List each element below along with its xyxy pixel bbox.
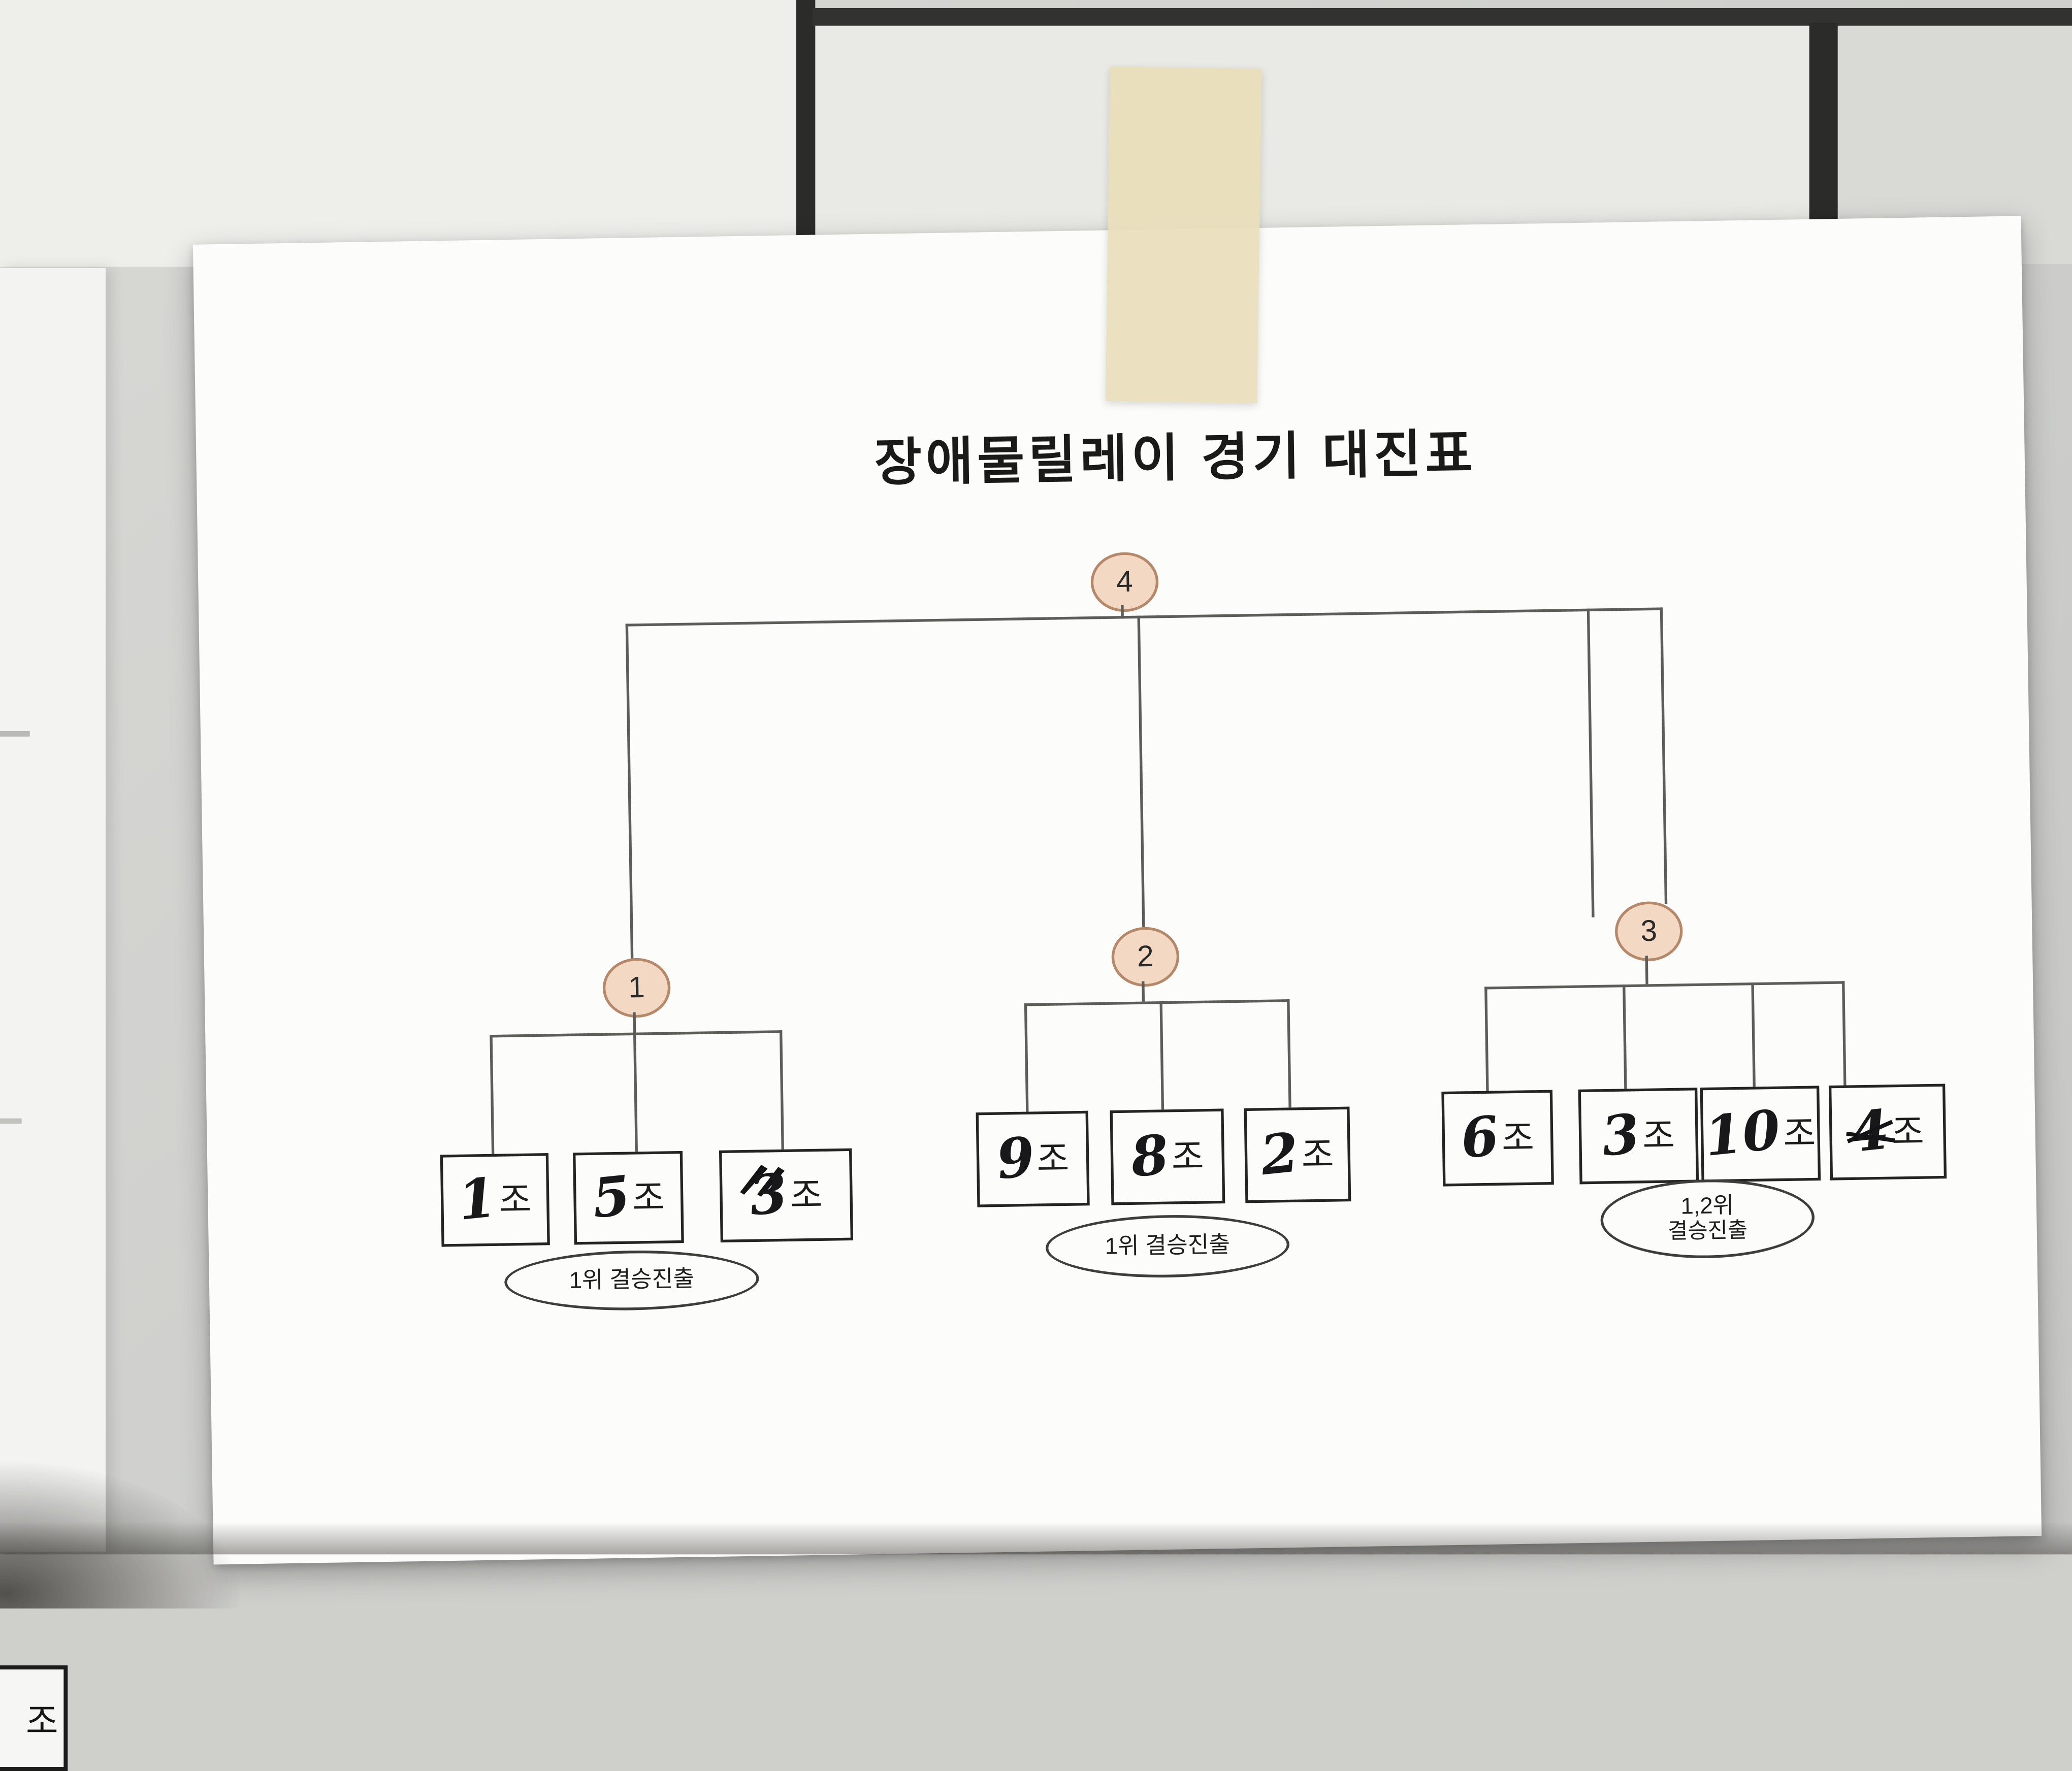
- advance-note-oval: 1,2위 결승진출: [1600, 1177, 1816, 1260]
- side-paper-team-label: 조: [25, 1700, 58, 1741]
- bracket-line: [633, 1012, 636, 1033]
- bracket-line: [1623, 984, 1627, 1089]
- team-suffix: 조: [1501, 1117, 1535, 1159]
- team-box: 8 조: [1110, 1108, 1225, 1205]
- bracket-line: [1484, 987, 1489, 1091]
- team-number: 9: [993, 1125, 1038, 1193]
- advance-note-oval: 1위 결승진출: [504, 1249, 760, 1313]
- team-suffix: 조: [499, 1179, 532, 1221]
- team-number: 10: [1702, 1098, 1784, 1169]
- advance-note-oval: 1위 결승진출: [1045, 1213, 1290, 1280]
- team-box: 〃 3 조: [719, 1145, 854, 1243]
- team-number: 8: [1127, 1123, 1172, 1190]
- bracket-line: [779, 1030, 784, 1150]
- bracket-line: [625, 607, 1663, 627]
- bracket-line: [1841, 981, 1847, 1086]
- round-node-final: 4: [1090, 551, 1159, 613]
- team-box: 5 조: [572, 1151, 684, 1245]
- round-node-group2-label: 2: [1137, 939, 1154, 973]
- team-box: 9 조: [976, 1110, 1090, 1207]
- wall-upper-left: [0, 0, 798, 267]
- team-number-struck: 4: [1848, 1098, 1892, 1165]
- bracket-paper: 장애물릴레이 경기 대진표 4 1 1 조 5 조 〃 3: [192, 216, 2042, 1565]
- bracket-line: [1751, 982, 1756, 1087]
- advance-note-line2: 결승진출: [1667, 1219, 1748, 1243]
- team-suffix: 조: [790, 1174, 823, 1216]
- team-number: 3: [746, 1161, 791, 1229]
- advance-note-line1: 1,2위: [1680, 1193, 1734, 1220]
- round-node-group1: 1: [602, 957, 671, 1019]
- team-box: 3 조: [1578, 1088, 1699, 1185]
- round-node-group3: 3: [1614, 901, 1684, 962]
- bracket-line: [633, 1032, 638, 1152]
- bracket-line: [1660, 607, 1668, 904]
- team-suffix: 조: [1036, 1138, 1070, 1179]
- advance-note: 1위 결승진출: [569, 1266, 695, 1294]
- team-suffix: 조: [1783, 1112, 1816, 1154]
- frame-right-bar: [1809, 23, 1838, 253]
- masking-tape: [1105, 67, 1262, 404]
- bracket-line: [1142, 981, 1145, 1002]
- bracket-line: [1287, 999, 1291, 1108]
- bracket-line: [1645, 956, 1648, 985]
- photo-scene: 조 장애물릴레이 경기 대진표 4 1 1 조 5 조: [0, 0, 2072, 1554]
- bracket-line: [1137, 615, 1145, 927]
- bracket-line: [490, 1035, 495, 1154]
- round-node-group3-label: 3: [1640, 913, 1658, 948]
- team-number: 3: [1599, 1102, 1643, 1169]
- team-number: 5: [589, 1164, 633, 1231]
- frame-top-bar: [813, 8, 2072, 26]
- round-node-group2: 2: [1111, 926, 1180, 988]
- bracket-line: [1159, 1001, 1164, 1110]
- round-node-group1-label: 1: [628, 970, 645, 1004]
- bracket-line: [1024, 999, 1290, 1006]
- team-suffix: 조: [632, 1177, 665, 1219]
- team-suffix: 조: [1301, 1134, 1335, 1175]
- team-box: 10 조: [1700, 1086, 1821, 1183]
- team-suffix: 조: [1891, 1111, 1925, 1153]
- advance-note: 1위 결승진출: [1105, 1232, 1231, 1260]
- team-number: 1: [455, 1166, 500, 1233]
- side-paper-mark: [0, 1118, 22, 1124]
- team-box: 6 조: [1441, 1090, 1554, 1187]
- bracket-line: [625, 624, 634, 960]
- team-suffix: 조: [1171, 1136, 1205, 1177]
- team-box: 4 조: [1828, 1084, 1947, 1180]
- round-node-final-label: 4: [1116, 564, 1134, 599]
- bracket-line: [1587, 608, 1595, 917]
- frame-left-bar: [796, 0, 816, 269]
- shadow-bottom-strip: [0, 1522, 2072, 1555]
- bracket-line: [1024, 1003, 1029, 1112]
- bracket-line: [1484, 981, 1845, 990]
- team-box: 2 조: [1244, 1106, 1351, 1203]
- team-number: 6: [1458, 1104, 1502, 1171]
- team-box: 1 조: [440, 1153, 550, 1247]
- team-suffix: 조: [1642, 1115, 1675, 1157]
- tournament-title: 장애물릴레이 경기 대진표: [873, 426, 1477, 493]
- side-paper-mark: [0, 731, 30, 737]
- side-paper: 조: [0, 268, 106, 1771]
- side-paper-team-box: 조: [0, 1665, 68, 1771]
- team-number: 2: [1257, 1121, 1302, 1188]
